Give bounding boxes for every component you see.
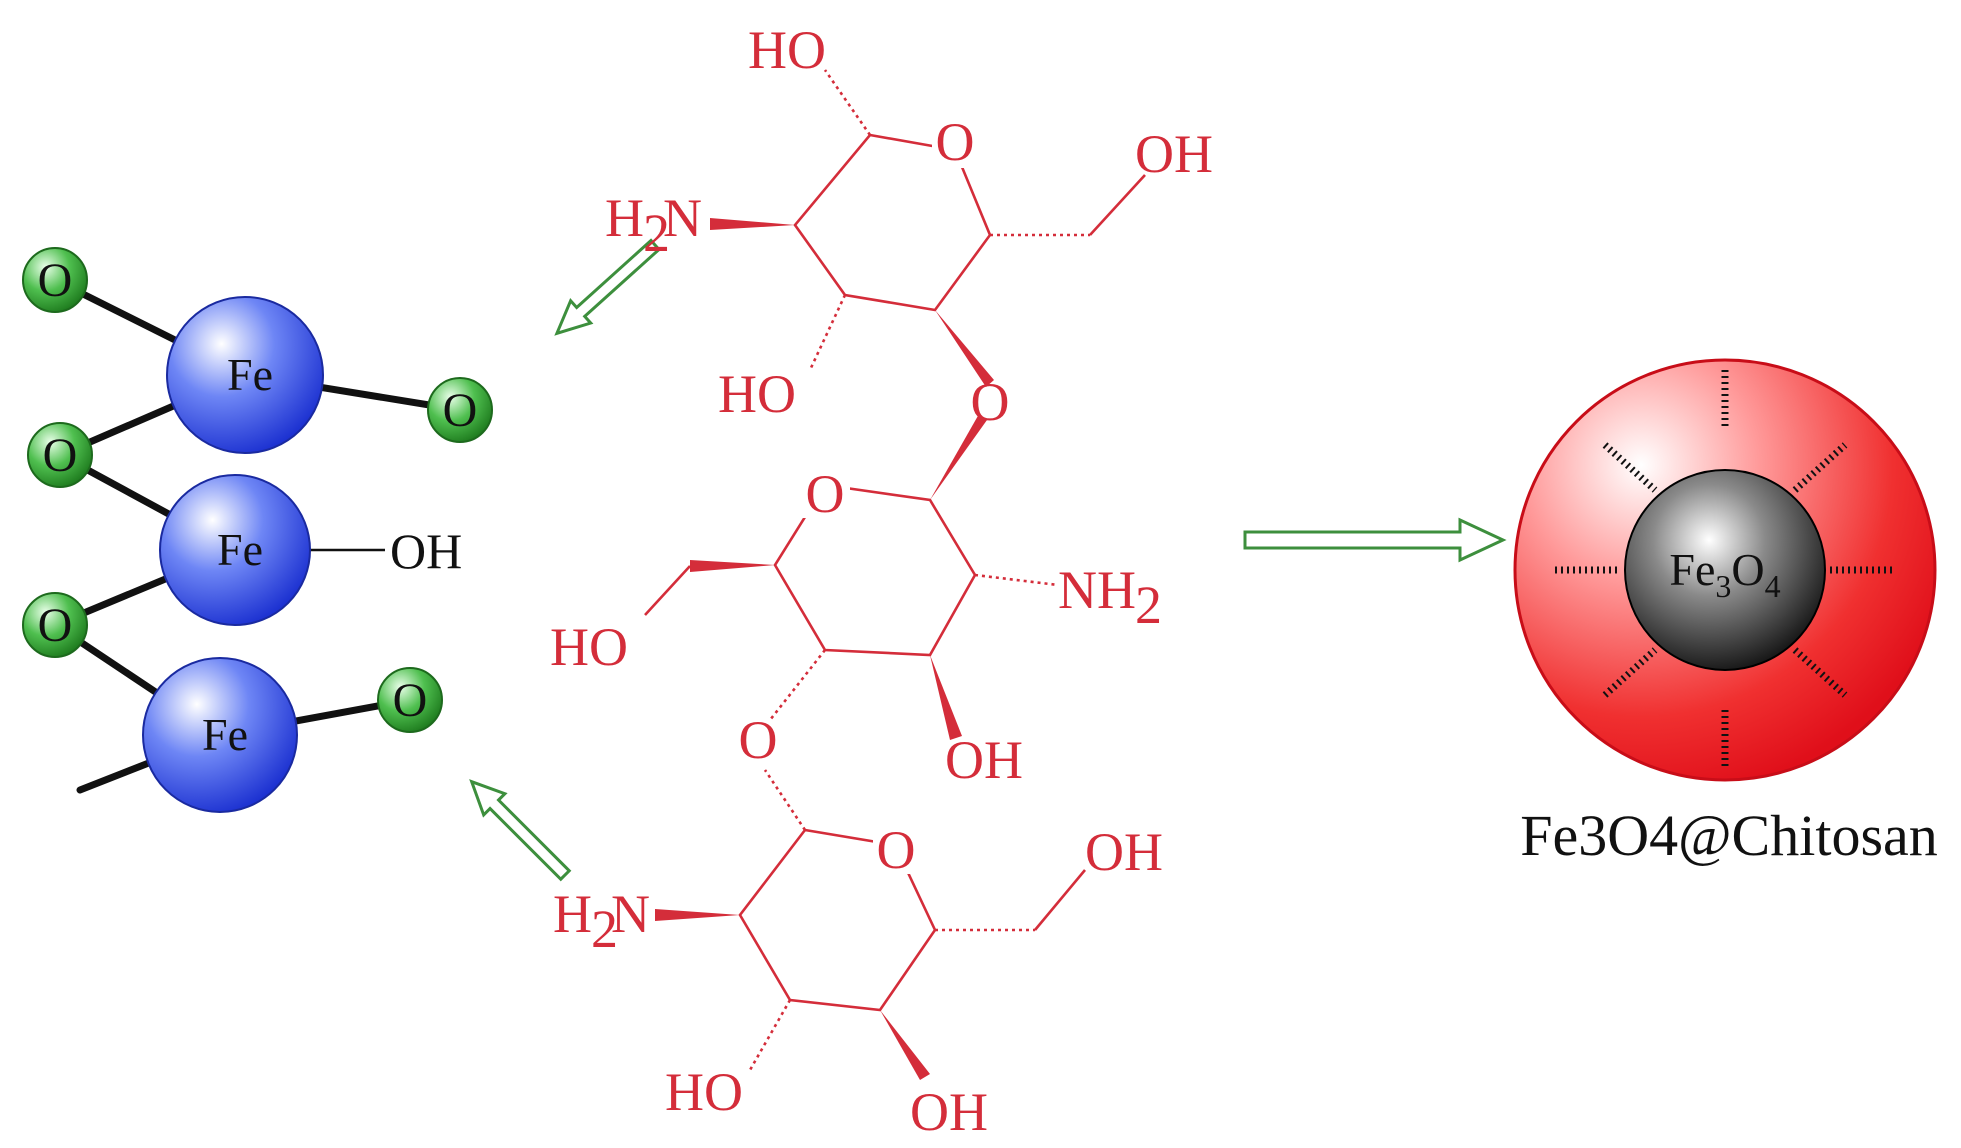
iron-atom bbox=[166, 296, 324, 454]
bond bbox=[644, 565, 691, 616]
hashed-bond bbox=[808, 294, 847, 371]
hydroxyl-label: HO bbox=[665, 1062, 743, 1122]
amine-group: H 2 N bbox=[605, 188, 702, 263]
amine-n-label: N bbox=[1058, 560, 1097, 620]
ring-oxygen-gap bbox=[800, 470, 850, 518]
oxygen-label: O bbox=[393, 674, 428, 727]
iron-oxide-cluster: O O O O O Fe Fe Fe OH bbox=[22, 247, 493, 813]
interaction-arrow-icon bbox=[469, 779, 572, 882]
wedge-bond bbox=[655, 909, 740, 921]
hydroxyl-label: HO bbox=[718, 364, 796, 424]
oxygen-label: O bbox=[38, 254, 73, 307]
amine-n-label: N bbox=[663, 188, 702, 248]
oxygen-atom bbox=[22, 592, 88, 658]
oxygen-atom bbox=[427, 377, 493, 443]
amine-subscript: 2 bbox=[643, 203, 670, 263]
core-label: Fe3O4 bbox=[1669, 544, 1780, 604]
bond bbox=[1034, 869, 1086, 931]
ring-oxygen-gap bbox=[873, 828, 919, 874]
hashed-bond bbox=[823, 69, 872, 136]
wedge-bond bbox=[710, 218, 795, 230]
ring-oxygen-label: O bbox=[936, 112, 975, 172]
hydroxyl-label: OH bbox=[945, 730, 1023, 790]
oxygen-atom bbox=[22, 247, 88, 313]
fe3o4-core bbox=[1624, 469, 1826, 671]
interaction-arrow-icon bbox=[554, 238, 662, 336]
ring-oxygen-label: O bbox=[806, 464, 845, 524]
hydroxyl-label: HO bbox=[550, 617, 628, 677]
hydroxyl-label: OH bbox=[910, 1082, 988, 1142]
hashed-bond bbox=[763, 769, 807, 831]
amine-subscript: 2 bbox=[1135, 575, 1162, 635]
hashed-bond bbox=[748, 999, 792, 1071]
amine-h-label: H bbox=[605, 188, 644, 248]
chitosan-unit-middle: O HO OH N H 2 O bbox=[550, 414, 1162, 790]
hydroxyl-label: OH bbox=[1135, 124, 1213, 184]
iron-label: Fe bbox=[227, 349, 273, 400]
amine-n-label: N bbox=[611, 884, 650, 944]
shell-spokes bbox=[1555, 370, 1895, 770]
hydroxyl-label: HO bbox=[748, 20, 826, 80]
wedge-bond bbox=[690, 560, 775, 572]
wedge-bond bbox=[930, 414, 987, 500]
amine-group: H 2 N bbox=[553, 884, 650, 959]
oxygen-label: O bbox=[38, 599, 73, 652]
amine-group: N H 2 bbox=[1058, 560, 1162, 635]
chitosan-unit-bottom: O OH HO OH H 2 N bbox=[553, 769, 1163, 1142]
glycosidic-oxygen-label: O bbox=[739, 710, 778, 770]
hashed-bond bbox=[768, 649, 827, 721]
wedge-bond bbox=[935, 310, 994, 387]
chitosan-unit-top: O HO OH HO H 2 N O bbox=[605, 20, 1213, 432]
wedge-bond bbox=[880, 1010, 930, 1080]
oxygen-atom bbox=[27, 422, 93, 488]
ring-oxygen-gap bbox=[932, 120, 976, 168]
nanoparticle-caption: Fe3O4@Chitosan bbox=[1520, 803, 1938, 868]
bond bbox=[1089, 174, 1146, 236]
hydroxyl-label: OH bbox=[1085, 822, 1163, 882]
iron-atom bbox=[142, 657, 298, 813]
iron-label: Fe bbox=[217, 524, 263, 575]
reaction-arrow-icon bbox=[1243, 517, 1507, 563]
amine-h-label: H bbox=[553, 884, 592, 944]
wedge-bond bbox=[930, 655, 962, 740]
nanoparticle-icon: Fe3O4 bbox=[1513, 358, 1937, 782]
ring-oxygen-label: O bbox=[877, 820, 916, 880]
amine-subscript: 2 bbox=[591, 899, 618, 959]
oxygen-label: O bbox=[443, 384, 478, 437]
oxygen-label: O bbox=[43, 429, 78, 482]
iron-atom bbox=[159, 474, 311, 626]
amine-h-label: H bbox=[1097, 560, 1136, 620]
hashed-bond bbox=[974, 573, 1059, 587]
hydroxyl-label: OH bbox=[390, 523, 462, 579]
iron-label: Fe bbox=[202, 709, 248, 760]
oxygen-atom bbox=[377, 667, 443, 733]
